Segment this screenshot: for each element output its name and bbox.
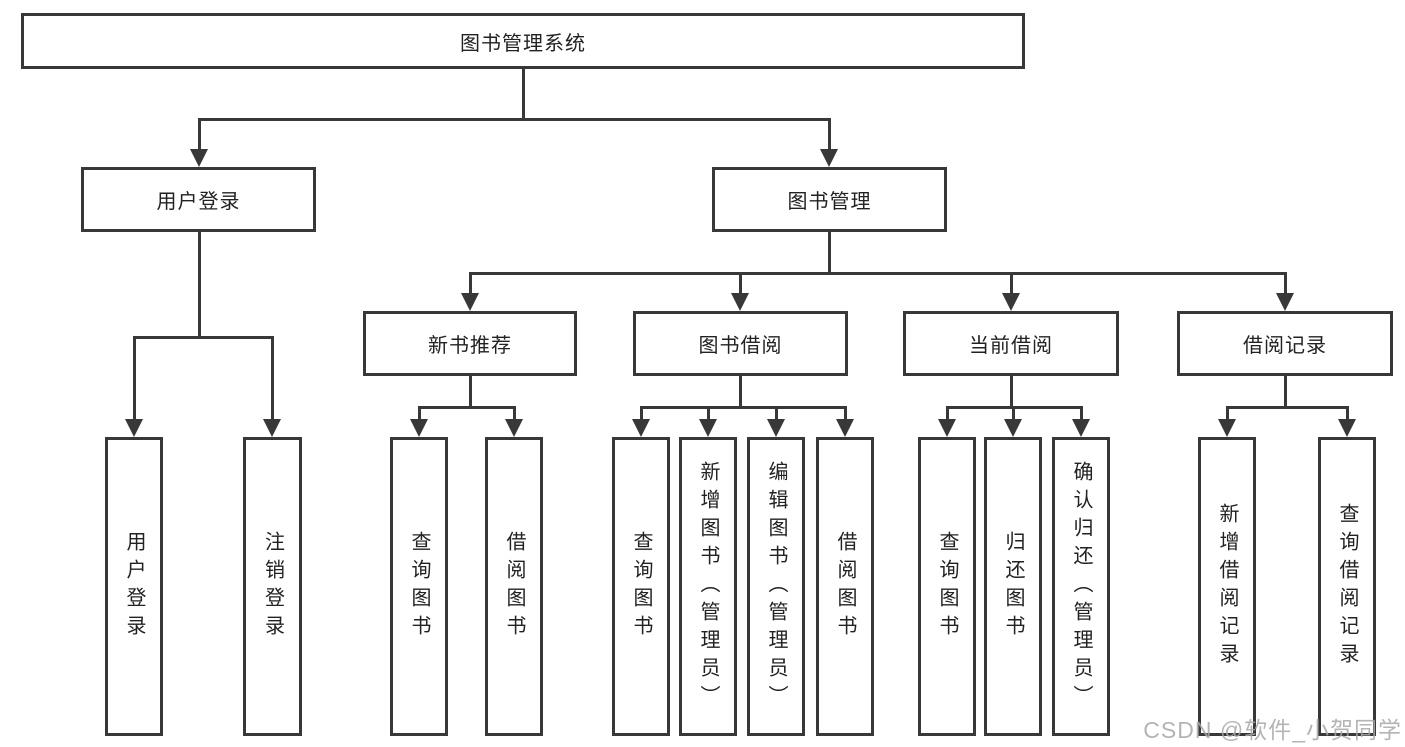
connector-borrow-records-stem [1283,376,1287,409]
leaf-add-borrow-record: 新增借阅记录 [1198,437,1256,736]
arrow-down-icon [1004,406,1022,437]
connector-user-login-stem [197,232,201,339]
leaf-logout: 注销登录 [243,437,302,736]
csdn-watermark: CSDN @软件_小贺同学 [1143,717,1402,743]
node-book-management-label: 图书管理 [787,191,872,213]
connector-book-management-stem [827,232,831,275]
arrow-down-icon [1338,406,1356,437]
arrow-down-icon [836,406,854,437]
node-user-login-label: 用户登录 [156,191,241,213]
leaf-return-books: 归还图书 [984,437,1042,736]
arrow-down-icon [1276,272,1294,311]
leaf-confirm-return-admin-label: 确认归还（管理员） [1070,460,1092,713]
connector-level2-rail [199,118,829,121]
leaf-add-books-admin: 新增图书（管理员） [679,437,737,736]
connector-user-login-rail [134,336,273,339]
arrow-down-icon [190,118,208,167]
leaf-query-books-1: 查询图书 [390,437,448,736]
arrow-down-icon [731,272,749,311]
leaf-edit-books-admin-label: 编辑图书（管理员） [765,460,787,713]
leaf-borrow-books-1: 借阅图书 [485,437,543,736]
node-new-book-recommend: 新书推荐 [363,311,577,376]
node-borrow-records: 借阅记录 [1177,311,1393,376]
leaf-edit-books-admin: 编辑图书（管理员） [747,437,805,736]
arrow-down-icon [125,336,143,437]
arrow-down-icon [1218,406,1236,437]
leaf-query-books-2: 查询图书 [612,437,670,736]
leaf-borrow-books-1-label: 借阅图书 [503,530,525,643]
node-borrow-records-label: 借阅记录 [1243,335,1327,357]
leaf-query-books-3: 查询图书 [918,437,976,736]
leaf-return-books-label: 归还图书 [1002,530,1024,643]
node-current-borrow: 当前借阅 [903,311,1119,376]
arrow-down-icon [820,118,838,167]
connector-borrow-records-rail [1227,406,1347,409]
leaf-user-login-label: 用户登录 [123,530,145,643]
arrow-down-icon [767,406,785,437]
node-root-label: 图书管理系统 [460,32,586,55]
leaf-user-login: 用户登录 [105,437,163,736]
arrow-down-icon [938,406,956,437]
arrow-down-icon [632,406,650,437]
leaf-add-books-admin-label: 新增图书（管理员） [697,460,719,713]
arrow-down-icon [699,406,717,437]
connector-current-borrow-stem [1009,376,1013,409]
node-book-management: 图书管理 [712,167,947,232]
arrow-down-icon [263,336,281,437]
leaf-logout-label: 注销登录 [261,530,284,643]
leaf-borrow-books-2-label: 借阅图书 [834,530,856,643]
node-book-borrow-label: 图书借阅 [698,335,783,357]
arrow-down-icon [461,272,479,311]
node-root: 图书管理系统 [21,13,1025,69]
leaf-query-books-1-label: 查询图书 [408,530,430,643]
arrow-down-icon [505,406,523,437]
node-current-borrow-label: 当前借阅 [969,335,1053,357]
leaf-add-borrow-record-label: 新增借阅记录 [1216,502,1238,671]
leaf-query-borrow-record-label: 查询借阅记录 [1336,502,1358,671]
connector-book-borrow-rail [641,406,845,409]
connector-root-stem [521,69,525,121]
leaf-query-books-3-label: 查询图书 [936,530,958,643]
connector-level3-rail [470,272,1285,275]
leaf-borrow-books-2: 借阅图书 [816,437,874,736]
arrow-down-icon [410,406,428,437]
arrow-down-icon [1002,272,1020,311]
leaf-confirm-return-admin: 确认归还（管理员） [1052,437,1110,736]
node-book-borrow: 图书借阅 [633,311,848,376]
node-new-book-recommend-label: 新书推荐 [428,335,512,357]
connector-new-book-stem [468,376,472,409]
leaf-query-borrow-record: 查询借阅记录 [1318,437,1376,736]
leaf-query-books-2-label: 查询图书 [630,530,652,643]
connector-new-book-rail [419,406,514,409]
arrow-down-icon [1072,406,1090,437]
node-user-login: 用户登录 [81,167,316,232]
connector-book-borrow-stem [739,376,742,409]
